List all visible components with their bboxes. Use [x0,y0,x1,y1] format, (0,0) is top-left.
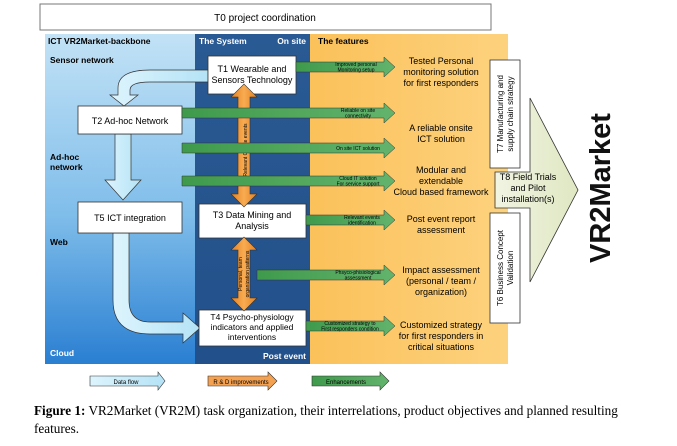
green-arrow-5-line2: identification [348,221,376,227]
task-t7-line1: T7 Manufacturing and [496,75,505,153]
layer-adhoc-line1: Ad-hoc [50,152,80,162]
task-t7-line2: supply chain strategy [506,76,515,151]
legend-enhancements-label: Enhancements [326,380,366,386]
caption-label: Figure 1: [34,403,86,418]
feature-2-line1: A reliable onsite [409,123,473,133]
green-arrow-1-line1: Improved personal [335,62,376,68]
legend-rd-label: R & D improvements [213,380,268,386]
green-arrow-2: Reliable on site connectivity [181,102,396,124]
backbone-header: ICT VR2Market-backbone [48,36,151,46]
feature-5-line3: organization) [415,287,467,297]
green-arrow-1: Improved personal Monitoring setup [295,56,396,78]
vr2market-brand: VR2Market [585,113,617,263]
green-arrow-7-line1: Customized strategy to [324,321,375,327]
layer-web: Web [50,237,68,247]
feature-4-line2: assessment [417,225,466,235]
task-t5-box [77,201,183,234]
on-site-header: On site [277,36,306,46]
task-t1-box [207,55,297,95]
feature-3-line2: extendable [419,176,463,186]
legend-enhancements-arrow [311,371,390,391]
figure-caption: Figure 1: VR2Market (VR2M) task organiza… [34,402,654,438]
feature-5-line2: (personal / team / [406,276,477,286]
task-t7-box [489,59,521,169]
field-trials-arrow [494,97,579,283]
feature-6-line1: Customized strategy [400,320,483,330]
task-t3-box [198,203,307,239]
layer-cloud: Cloud [50,348,74,358]
feature-2-line2: ICT solution [417,134,465,144]
task-t6-line2: Validation [506,251,515,286]
layer-adhoc-line2: network [50,162,83,172]
project-coordination-bar [39,3,492,31]
green-arrow-4-line2: For service support [337,182,380,188]
project-coordination-label: T0 project coordination [214,13,316,24]
green-arrow-2-line2: connectivity [345,114,372,120]
task-t3-line2: Analysis [235,221,269,231]
green-arrow-6-line1: Phsyco-phisiological [335,270,380,276]
feature-5-line1: Impact assessment [402,265,480,275]
task-t5-label: T5 ICT integration [94,213,166,223]
t8-line3: installation(s) [501,194,554,204]
system-header: The System [199,36,247,46]
feature-6-line3: critical situations [408,342,475,352]
green-arrow-3-line1: On site ICT solution [336,146,380,152]
green-arrow-3: On site ICT solution [181,137,396,159]
task-t4-line2: indicators and applied [211,322,294,332]
legend-data-flow-arrow [89,371,166,391]
feature-4-line1: Post event report [407,214,476,224]
post-event-header: Post event [263,351,306,361]
task-t1-line1: T1 Wearable and [218,64,287,74]
task-t3-line1: T3 Data Mining and [213,210,292,220]
features-column [310,34,508,364]
task-t4-box [198,309,307,347]
green-arrow-6: Phsyco-phisiological assessment [256,264,396,286]
feature-3-line1: Modular and [416,165,466,175]
t8-line2: and Pilot [510,183,546,193]
task-t2-box [77,105,183,135]
task-t4-line3: interventions [228,332,276,342]
features-header: The features [318,36,369,46]
green-arrow-4: Cloud IT solution For service support [181,170,396,192]
green-arrow-6-line2: assessment [345,276,372,282]
rd-arrow-label-patterns-2: organization patterns [245,250,251,297]
legend-data-flow-label: Data flow [113,380,139,386]
task-organization-diagram: T0 project coordination ICT VR2Market-ba… [39,3,617,391]
task-t4-line1: T4 Psycho-physiology [210,312,294,322]
caption-text: VR2Market (VR2M) task organization, thei… [34,403,618,436]
legend: Data flow R & D improvements Enhancement… [89,371,390,391]
legend-rd-arrow [207,371,278,391]
green-arrow-7-line2: First responders condition [321,327,379,333]
task-t6-box [489,212,521,324]
feature-3-line3: Cloud based framework [393,187,489,197]
rd-arrow-t3-t4 [230,236,258,312]
green-arrow-7: Customized strategy to First responders … [305,315,396,337]
feature-1-line1: Tested Personal [409,56,474,66]
green-arrow-2-line1: Reliable on site [341,108,375,114]
layer-sensor-network: Sensor network [50,55,114,65]
task-t6-line1: T6 Business Concept [496,229,505,306]
task-t2-label: T2 Ad-hoc Network [92,116,169,126]
flow-arrow-t2-to-t5 [104,133,142,201]
rd-arrow-label-patterns-1: Personal, team [238,257,244,291]
green-arrow-4-line1: Cloud IT solution [339,176,377,182]
task-t1-line2: Sensors Technology [212,75,293,85]
green-arrow-5-line1: Relevant events [344,215,380,221]
feature-1-line3: for first responders [403,78,479,88]
green-arrow-5: Relevant events identification [305,209,396,231]
feature-6-line2: for first responders in [399,331,484,341]
flow-arrow-t1-to-t2 [108,69,209,107]
green-arrow-1-line2: Monitoring setup [338,68,375,74]
t8-line1: T8 Field Trials [500,172,557,182]
feature-1-line2: monitoring solution [403,67,479,77]
